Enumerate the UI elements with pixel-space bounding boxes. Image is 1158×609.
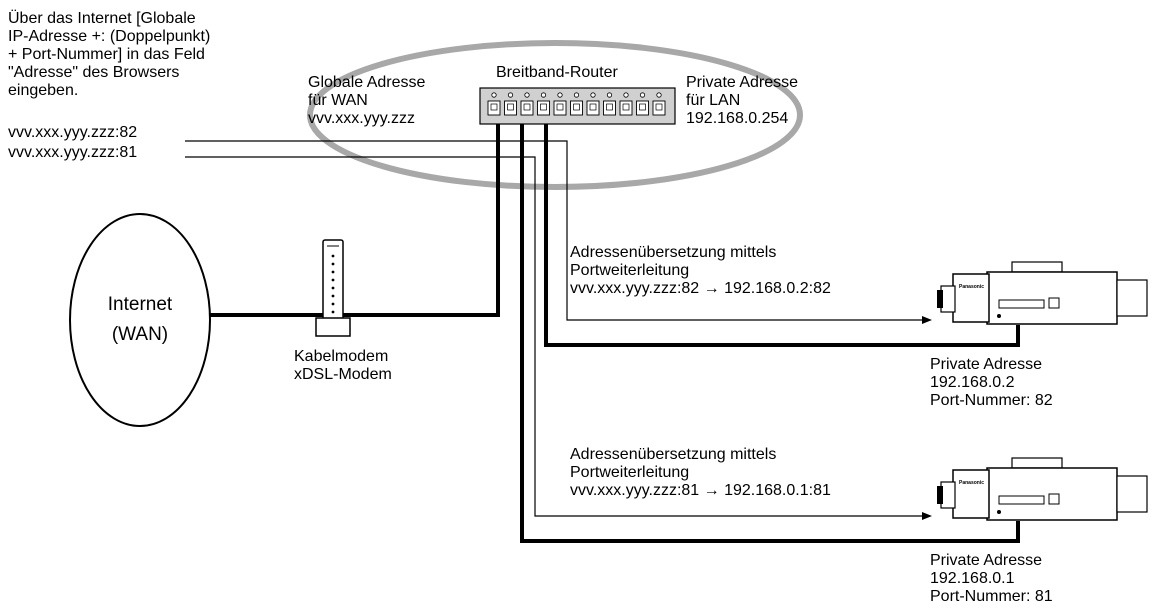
lan-line: Private Adresse xyxy=(686,74,798,92)
wan-line: Globale Adresse xyxy=(308,74,425,92)
forward-81-line: vvv.xxx.yyy.zzz:81 → 192.168.0.1:81 xyxy=(570,482,831,500)
lan-line: 192.168.0.254 xyxy=(686,110,798,128)
instruction-line: eingeben. xyxy=(8,82,210,100)
url-82-label: vvv.xxx.yyy.zzz:82 xyxy=(8,124,137,142)
router-led xyxy=(525,93,529,97)
router-led xyxy=(508,93,512,97)
router-port-socket xyxy=(574,104,580,110)
url-81-arrowhead xyxy=(922,512,932,520)
router-port-socket xyxy=(557,104,563,110)
router-port-socket xyxy=(640,104,646,110)
modem-icon xyxy=(316,240,350,336)
router-port-socket xyxy=(623,104,629,110)
instruction-line: "Adresse" des Browsers xyxy=(8,64,210,82)
internet-line: Internet xyxy=(90,290,190,320)
camera-81-icon: Panasonic xyxy=(937,458,1147,520)
camera-81-label: Private Adresse 192.168.0.1 Port-Nummer:… xyxy=(930,552,1053,606)
internet-line: (WAN) xyxy=(90,320,190,350)
router-port-socket xyxy=(590,104,596,110)
router-led xyxy=(591,93,595,97)
forward-82-line: vvv.xxx.yyy.zzz:82 → 192.168.0.2:82 xyxy=(570,280,831,298)
port-forward-82-label: Adressenübersetzung mittels Portweiterle… xyxy=(570,244,831,298)
router-port-socket xyxy=(491,104,497,110)
forward-82-line: Adressenübersetzung mittels xyxy=(570,244,831,262)
cable-internet-modem xyxy=(210,112,498,315)
router-led xyxy=(541,93,545,97)
lan-line: für LAN xyxy=(686,92,798,110)
camera-82-label: Private Adresse 192.168.0.2 Port-Nummer:… xyxy=(930,356,1053,410)
router-led xyxy=(640,93,644,97)
forward-82-line: Portweiterleitung xyxy=(570,262,831,280)
camera-82-line: 192.168.0.2 xyxy=(930,374,1053,392)
wan-address-label: Globale Adresse für WAN vvv.xxx.yyy.zzz xyxy=(308,74,425,128)
instruction-line: + Port-Nummer] in das Feld xyxy=(8,46,210,64)
camera-82-brand: Panasonic xyxy=(959,284,984,290)
lan-address-label: Private Adresse für LAN 192.168.0.254 xyxy=(686,74,798,128)
url-82-arrowhead xyxy=(922,316,932,324)
router-led xyxy=(492,93,496,97)
instruction-line: Über das Internet [Globale xyxy=(8,10,210,28)
instruction-line: IP-Adresse +: (Doppelpunkt) xyxy=(8,28,210,46)
router-port-socket xyxy=(656,104,662,110)
internet-label: Internet (WAN) xyxy=(90,290,190,350)
router-label: Breitband-Router xyxy=(496,64,618,82)
router-led xyxy=(657,93,661,97)
camera-81-line: Private Adresse xyxy=(930,552,1053,570)
router-icon xyxy=(480,88,675,124)
router-led xyxy=(624,93,628,97)
router-led xyxy=(558,93,562,97)
camera-82-line: Port-Nummer: 82 xyxy=(930,392,1053,410)
forward-81-line: Portweiterleitung xyxy=(570,464,831,482)
wan-line: für WAN xyxy=(308,92,425,110)
modem-label: Kabelmodem xDSL-Modem xyxy=(294,348,392,384)
modem-line: Kabelmodem xyxy=(294,348,392,366)
url-81-label: vvv.xxx.yyy.zzz:81 xyxy=(8,144,137,162)
camera-81-line: Port-Nummer: 81 xyxy=(930,588,1053,606)
camera-82-line: Private Adresse xyxy=(930,356,1053,374)
camera-81-brand: Panasonic xyxy=(959,480,984,486)
camera-82-icon: Panasonic xyxy=(937,262,1147,324)
router-led xyxy=(607,93,611,97)
router-port-socket xyxy=(508,104,514,110)
router-port-socket xyxy=(541,104,547,110)
instruction-text: Über das Internet [Globale IP-Adresse +:… xyxy=(8,10,210,100)
router-port-socket xyxy=(524,104,530,110)
port-forward-81-label: Adressenübersetzung mittels Portweiterle… xyxy=(570,446,831,500)
forward-81-line: Adressenübersetzung mittels xyxy=(570,446,831,464)
router-led xyxy=(574,93,578,97)
camera-81-line: 192.168.0.1 xyxy=(930,570,1053,588)
modem-line: xDSL-Modem xyxy=(294,366,392,384)
router-port-socket xyxy=(607,104,613,110)
wan-line: vvv.xxx.yyy.zzz xyxy=(308,110,425,128)
